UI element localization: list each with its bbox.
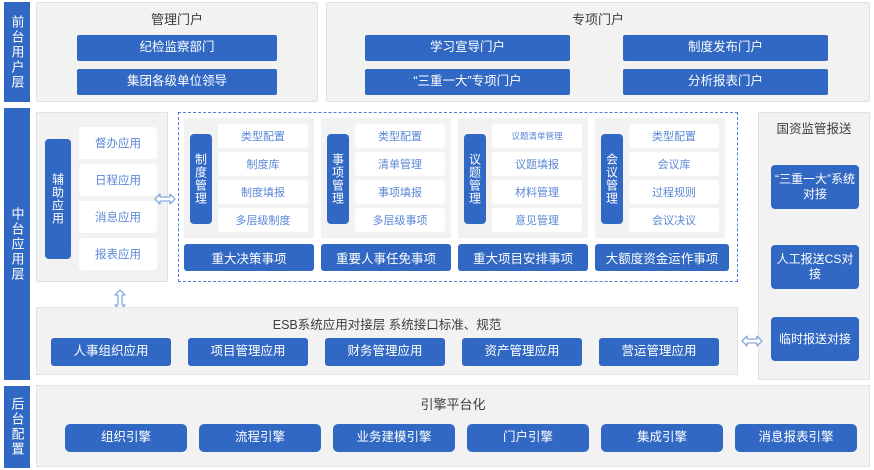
list-item[interactable]: 多层级制度 xyxy=(218,208,308,232)
core-column-list-matter: 类型配置 清单管理 事项填报 多层级事项 xyxy=(355,124,445,236)
esb-button-operations[interactable]: 营运管理应用 xyxy=(599,338,719,366)
rail-segment-backend: 后台配置 xyxy=(4,386,30,468)
esb-button-project[interactable]: 项目管理应用 xyxy=(188,338,308,366)
core-business-group: 制度管理 类型配置 制度库 制度填报 多层级制度 事项管理 类型配置 清单管理 … xyxy=(178,112,738,282)
esb-button-hr[interactable]: 人事组织应用 xyxy=(51,338,171,366)
core-column-topic: 议题管理 议题清单管理 议题填报 材料管理 意见管理 xyxy=(458,118,588,238)
engine-button-message-report[interactable]: 消息报表引擎 xyxy=(735,424,857,452)
core-bar-personnel[interactable]: 重要人事任免事项 xyxy=(321,244,451,271)
engine-button-org[interactable]: 组织引擎 xyxy=(65,424,187,452)
list-item[interactable]: 会议决议 xyxy=(629,208,719,232)
engine-button-integration[interactable]: 集成引擎 xyxy=(601,424,723,452)
list-item[interactable]: 日程应用 xyxy=(79,164,157,196)
engine-button-portal[interactable]: 门户引擎 xyxy=(467,424,589,452)
portal-button-group-leaders[interactable]: 集团各级单位领导 xyxy=(77,69,277,95)
esb-button-asset[interactable]: 资产管理应用 xyxy=(462,338,582,366)
rail-label-midplatform: 中台应用层 xyxy=(9,206,25,282)
engine-platform-title: 引擎平台化 xyxy=(420,397,486,412)
sasac-report-title: 国资监管报送 xyxy=(776,122,852,136)
core-column-meeting: 会议管理 类型配置 会议库 过程规则 会议决议 xyxy=(595,118,725,238)
double-arrow-horizontal-icon xyxy=(153,188,177,210)
rail-segment-midplatform: 中台应用层 xyxy=(4,108,30,380)
layer-rail: 前台用户层 中台应用层 后台配置 xyxy=(4,0,30,470)
list-item[interactable]: 清单管理 xyxy=(355,152,445,176)
list-item[interactable]: 督办应用 xyxy=(79,127,157,159)
portal-button-policy-release[interactable]: 制度发布门户 xyxy=(623,35,828,61)
list-item[interactable]: 多层级事项 xyxy=(355,208,445,232)
list-item[interactable]: 过程规则 xyxy=(629,180,719,204)
list-item[interactable]: 会议库 xyxy=(629,152,719,176)
list-item[interactable]: 类型配置 xyxy=(218,124,308,148)
rail-label-backend: 后台配置 xyxy=(9,397,25,457)
core-column-tab-meeting[interactable]: 会议管理 xyxy=(601,134,623,224)
engine-button-business-model[interactable]: 业务建模引擎 xyxy=(333,424,455,452)
manage-portal-panel: 管理门户 纪检监察部门 集团各级单位领导 xyxy=(36,2,318,102)
core-column-list-topic: 议题清单管理 议题填报 材料管理 意见管理 xyxy=(492,124,582,236)
sasac-button-manual-cs[interactable]: 人工报送CS对接 xyxy=(771,245,859,289)
aux-apps-tab[interactable]: 辅助应用 xyxy=(45,139,71,259)
list-item[interactable]: 类型配置 xyxy=(629,124,719,148)
double-arrow-horizontal-icon xyxy=(740,330,764,352)
core-bar-major-project[interactable]: 重大项目安排事项 xyxy=(458,244,588,271)
list-item[interactable]: 消息应用 xyxy=(79,201,157,233)
list-item[interactable]: 事项填报 xyxy=(355,180,445,204)
core-column-list-meeting: 类型配置 会议库 过程规则 会议决议 xyxy=(629,124,719,236)
core-bar-major-decision[interactable]: 重大决策事项 xyxy=(184,244,314,271)
list-item[interactable]: 制度填报 xyxy=(218,180,308,204)
special-portal-title: 专项门户 xyxy=(571,12,624,27)
core-column-tab-topic[interactable]: 议题管理 xyxy=(464,134,486,224)
list-item[interactable]: 材料管理 xyxy=(492,180,582,204)
core-column-list-policy: 类型配置 制度库 制度填报 多层级制度 xyxy=(218,124,308,236)
engine-platform-panel: 引擎平台化 组织引擎 流程引擎 业务建模引擎 门户引擎 集成引擎 消息报表引擎 xyxy=(36,385,870,467)
aux-apps-panel: 辅助应用 督办应用 日程应用 消息应用 报表应用 xyxy=(36,112,168,282)
list-item[interactable]: 报表应用 xyxy=(79,238,157,270)
special-portal-panel: 专项门户 学习宣导门户 “三重一大”专项门户 制度发布门户 分析报表门户 xyxy=(326,2,870,102)
list-item[interactable]: 议题填报 xyxy=(492,152,582,176)
core-bar-large-funds[interactable]: 大额度资金运作事项 xyxy=(595,244,729,271)
esb-layer-title: ESB系统应用对接层 系统接口标准、规范 xyxy=(272,318,502,332)
esb-layer-panel: ESB系统应用对接层 系统接口标准、规范 人事组织应用 项目管理应用 财务管理应… xyxy=(36,307,738,375)
rail-segment-frontend: 前台用户层 xyxy=(4,2,30,102)
list-item[interactable]: 议题清单管理 xyxy=(492,124,582,148)
esb-button-finance[interactable]: 财务管理应用 xyxy=(325,338,445,366)
sasac-button-temporary[interactable]: 临时报送对接 xyxy=(771,317,859,361)
core-column-tab-policy[interactable]: 制度管理 xyxy=(190,134,212,224)
sasac-report-panel: 国资监管报送 “三重一大”系统对接 人工报送CS对接 临时报送对接 xyxy=(758,112,870,380)
portal-button-sanzhongyida[interactable]: “三重一大”专项门户 xyxy=(365,69,570,95)
list-item[interactable]: 意见管理 xyxy=(492,208,582,232)
sasac-button-system-docking[interactable]: “三重一大”系统对接 xyxy=(771,165,859,209)
list-item[interactable]: 类型配置 xyxy=(355,124,445,148)
portal-button-discipline[interactable]: 纪检监察部门 xyxy=(77,35,277,61)
rail-label-frontend: 前台用户层 xyxy=(9,14,25,90)
aux-apps-list: 督办应用 日程应用 消息应用 报表应用 xyxy=(79,127,157,275)
portal-button-study[interactable]: 学习宣导门户 xyxy=(365,35,570,61)
portal-button-analysis-report[interactable]: 分析报表门户 xyxy=(623,69,828,95)
manage-portal-title: 管理门户 xyxy=(150,12,203,27)
core-column-tab-matter[interactable]: 事项管理 xyxy=(327,134,349,224)
core-column-matter: 事项管理 类型配置 清单管理 事项填报 多层级事项 xyxy=(321,118,451,238)
list-item[interactable]: 制度库 xyxy=(218,152,308,176)
core-column-policy: 制度管理 类型配置 制度库 制度填报 多层级制度 xyxy=(184,118,314,238)
engine-button-process[interactable]: 流程引擎 xyxy=(199,424,321,452)
